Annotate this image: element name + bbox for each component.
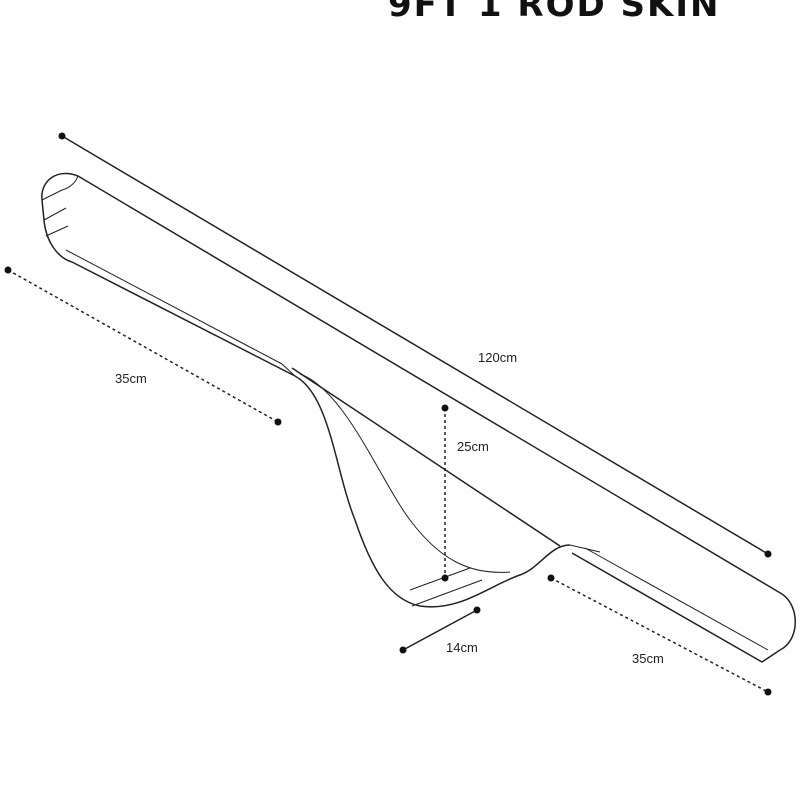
right-section-label: 35cm — [632, 651, 664, 666]
dimension-endpoints — [4, 132, 772, 696]
right-section-line — [550, 577, 769, 693]
rod-skin-shape — [41, 172, 796, 663]
left-section-label: 35cm — [115, 371, 147, 386]
dimension-lines — [7, 135, 769, 693]
title: 9FT 1 ROD SKIN — [388, 0, 721, 25]
length-label: 120cm — [478, 350, 517, 365]
width-line — [402, 609, 478, 651]
length-line — [61, 135, 769, 555]
height-label: 25cm — [457, 439, 489, 454]
width-label: 14cm — [446, 640, 478, 655]
left-section-line — [7, 269, 279, 423]
